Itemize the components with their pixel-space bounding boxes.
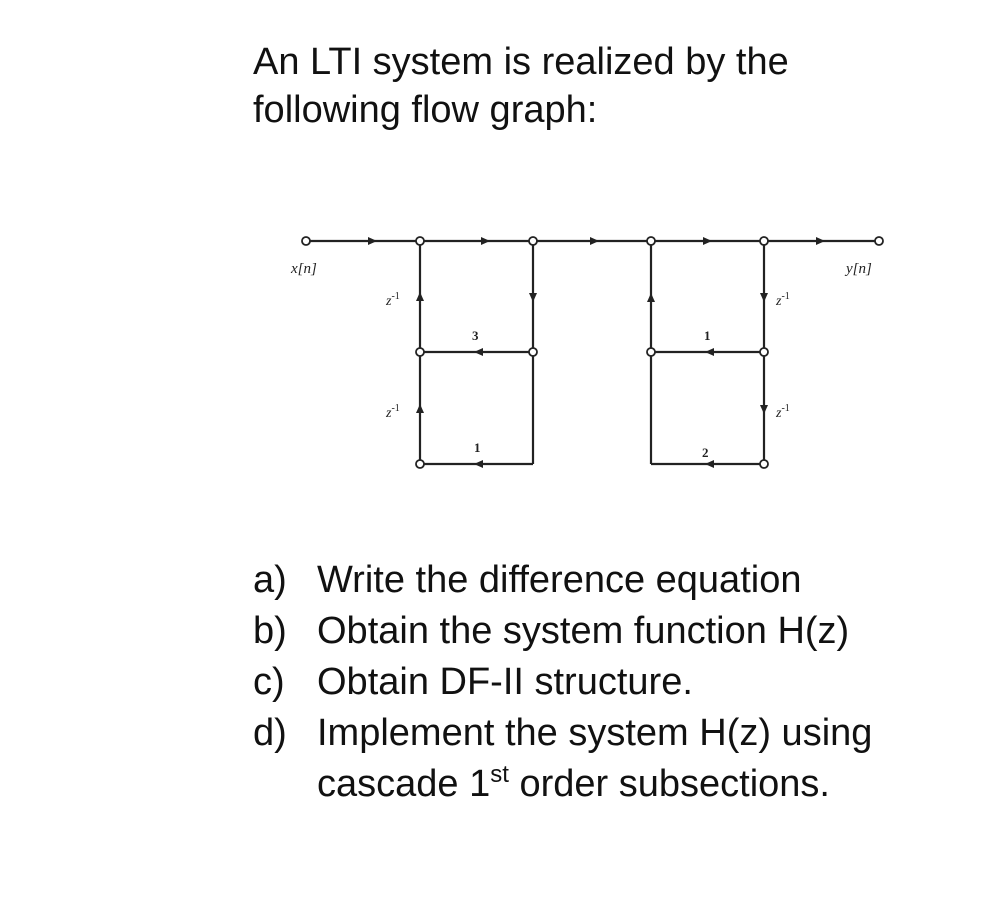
question-text: Write the difference equation (317, 559, 802, 601)
node-mid-1 (415, 347, 425, 357)
output-label: y[n] (844, 261, 872, 277)
gain-label-left-bottom: 1 (474, 440, 481, 455)
arrow-up-right-return (647, 293, 655, 302)
node-top-1 (415, 236, 425, 246)
arrow-up-left-2 (416, 404, 424, 413)
question-text: Obtain DF-II structure. (317, 661, 693, 703)
node-mid-2 (528, 347, 538, 357)
question-item: d) Implement the system H(z) using casca… (253, 708, 953, 810)
arrow-right-4 (703, 237, 712, 245)
node-top-2 (528, 236, 538, 246)
delay-label-right-lower: z-1 (775, 403, 790, 421)
arrow-left-gain-3 (474, 348, 483, 356)
node-top-3 (646, 236, 656, 246)
delay-label-left-lower: z-1 (385, 403, 400, 421)
arrow-right-1 (368, 237, 377, 245)
node-bottom-4 (759, 459, 769, 469)
question-text: Obtain the system function H(z) (317, 610, 850, 652)
arrow-down-left-return (529, 293, 537, 302)
arrow-right-3 (590, 237, 599, 245)
question-text: Implement the system H(z) using cascade … (317, 708, 953, 810)
node-mid-4 (759, 347, 769, 357)
question-item: c) Obtain DF-II structure. (253, 657, 953, 708)
question-item: a) Write the difference equation (253, 555, 953, 606)
question-marker: d) (253, 712, 287, 754)
input-label: x[n] (290, 261, 317, 277)
delay-label-right-upper: z-1 (775, 291, 790, 309)
output-node (874, 236, 884, 246)
arrow-up-left-1 (416, 292, 424, 301)
arrow-right-2 (481, 237, 490, 245)
question-item: b) Obtain the system function H(z) (253, 606, 953, 657)
arrow-left-gain-1-right (705, 348, 714, 356)
ordinal-suffix: st (490, 761, 509, 788)
problem-intro: An LTI system is realized by the followi… (253, 41, 789, 131)
arrow-left-gain-1 (474, 460, 483, 468)
node-top-4 (759, 236, 769, 246)
gain-label-right-mid: 1 (704, 328, 711, 343)
question-marker: b) (253, 610, 287, 652)
question-marker: c) (253, 661, 285, 703)
delay-label-left-upper: z-1 (385, 291, 400, 309)
arrow-down-right-1 (760, 293, 768, 302)
question-text-main: Implement the system H(z) using cascade … (317, 712, 873, 805)
input-node (301, 236, 311, 246)
gain-label-right-bottom: 2 (702, 445, 709, 460)
arrow-right-5 (816, 237, 825, 245)
question-list: a) Write the difference equation b) Obta… (253, 555, 953, 810)
question-text-tail: order subsections. (508, 763, 830, 805)
node-bottom-1 (415, 459, 425, 469)
arrow-down-right-2 (760, 405, 768, 414)
arrow-left-gain-2 (705, 460, 714, 468)
question-marker: a) (253, 559, 287, 601)
node-mid-3 (646, 347, 656, 357)
gain-label-left-mid: 3 (472, 328, 479, 343)
